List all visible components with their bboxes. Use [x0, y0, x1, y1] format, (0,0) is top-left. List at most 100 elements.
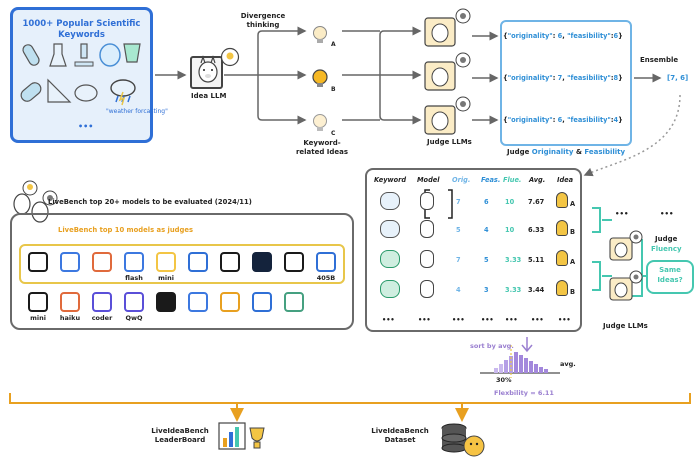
- cell-orig: 4: [456, 286, 461, 294]
- score-row-3: {"originality": 6, "feasibility":4}: [503, 116, 623, 124]
- gemini-flash-icon: [124, 252, 144, 272]
- model-label: QwQ: [125, 314, 143, 322]
- same-ideas-box: [646, 260, 694, 294]
- ideas-bulbs: [312, 26, 328, 131]
- bulb-icon: [556, 192, 568, 208]
- cell-feas: 6: [484, 198, 489, 206]
- dataset-icon: [441, 423, 485, 457]
- llama-icon: [420, 250, 434, 268]
- model-label: haiku: [59, 314, 81, 322]
- col-idea: Idea: [557, 176, 574, 184]
- bulb-icon: [556, 220, 568, 236]
- weather-icon: [380, 220, 400, 238]
- models-panel: [10, 213, 354, 330]
- col-model: Model: [417, 176, 440, 184]
- ensemble-result: [7, 6]: [667, 74, 689, 82]
- claude-icon: [92, 252, 112, 272]
- model-label: flash: [125, 274, 143, 282]
- dish-icon: [74, 84, 98, 102]
- other-icon: [284, 292, 304, 312]
- cell-flue: 3.33: [505, 256, 522, 264]
- fluency-judge: Judge: [655, 235, 678, 243]
- idea-llm-label: Idea LLM: [191, 92, 227, 100]
- test-tube-icon: [22, 44, 40, 66]
- score-caption: Judge Originality & Feasibility: [507, 148, 626, 156]
- mistral-icon: [220, 292, 240, 312]
- dataset-label: LiveIdeaBench Dataset: [371, 427, 429, 444]
- idea-a-tag: A: [331, 41, 336, 48]
- judge-models-box: [19, 244, 345, 284]
- gpt-icon: [28, 252, 48, 272]
- judge-llms-stack: [424, 8, 471, 135]
- divergence-label: Divergence thinking: [240, 12, 286, 29]
- model-label: coder: [91, 314, 113, 322]
- gemini-dark-icon: [252, 252, 272, 272]
- cell-avg: 6.33: [528, 226, 545, 234]
- model-label: mini: [158, 274, 174, 282]
- avg-label: avg.: [560, 360, 576, 368]
- llama-icon: [198, 55, 218, 83]
- cell-orig: 5: [456, 226, 461, 234]
- keywords-more: •••: [78, 122, 94, 131]
- cell-flue: 3.33: [505, 286, 522, 294]
- thought-bulb-icon: [220, 47, 240, 67]
- cell-feas: 4: [484, 226, 489, 234]
- table-more: •••: [531, 316, 544, 324]
- petri-dish-icon: [99, 43, 121, 67]
- table-more: •••: [382, 316, 395, 324]
- openai-icon: [220, 252, 240, 272]
- bulb-b-icon: [312, 69, 328, 87]
- qwen-coder-icon: [92, 292, 112, 312]
- cell-flue: 10: [505, 198, 515, 206]
- step-icon: [188, 252, 208, 272]
- keyword-example: "weather forcasting": [106, 108, 168, 115]
- judge-llm-icon: [424, 52, 471, 91]
- model-label: 405B: [316, 274, 336, 282]
- cell-avg: 7.67: [528, 198, 545, 206]
- test-tube-icon: [380, 280, 400, 298]
- col-flue: Flue.: [503, 176, 522, 184]
- meta-icon-2: [252, 292, 272, 312]
- livebench-top10: LiveBench top 10 models as judges: [58, 226, 194, 234]
- weather-icon: [380, 192, 400, 210]
- judge-llm-icon: [424, 8, 471, 47]
- pct-label: 30%: [496, 376, 512, 384]
- table-more: •••: [452, 316, 465, 324]
- cell-idea: A: [570, 258, 576, 266]
- cell-avg: 3.44: [528, 286, 545, 294]
- sort-label: sort by avg.: [470, 342, 514, 350]
- beaker-icon: [123, 43, 141, 63]
- llama-icon: [420, 192, 434, 210]
- ideas-label: Keyword-related Ideas: [295, 139, 349, 156]
- cell-idea: A: [570, 200, 576, 208]
- keyword-icons-grid: [20, 43, 141, 106]
- flexibility-histogram: [480, 337, 560, 378]
- deepseek-icon: [188, 292, 208, 312]
- bulb-c-icon: [313, 114, 327, 131]
- score-panel: [500, 20, 632, 146]
- microscope-icon: [74, 43, 94, 67]
- keywords-panel: 1000+ Popular Scientific Keywords: [10, 7, 153, 143]
- llama-icon: [420, 280, 434, 298]
- leaderboard-label: LiveIdeaBench LeaderBoard: [151, 427, 209, 444]
- same-ideas-label: Same Ideas?: [657, 266, 683, 284]
- model-label: mini: [30, 314, 46, 322]
- cell-orig: 7: [456, 198, 461, 206]
- table-more: •••: [481, 316, 494, 324]
- cell-idea: B: [570, 228, 576, 236]
- flexibility-label: Flexbility = 6.11: [494, 389, 554, 397]
- col-keyword: Keyword: [374, 176, 407, 184]
- keywords-title: 1000+ Popular Scientific Keywords: [22, 19, 141, 40]
- qwq-icon: [124, 292, 144, 312]
- weather-icon: [110, 79, 136, 106]
- cell-flue: 10: [505, 226, 515, 234]
- judge-llms-label: Judge LLMs: [427, 138, 472, 146]
- results-table: [365, 168, 582, 332]
- table-more: •••: [418, 316, 431, 324]
- bulb-a-icon: [313, 26, 327, 43]
- meta-icon: [316, 252, 336, 272]
- flask-icon: [49, 43, 67, 67]
- cell-orig: 7: [456, 256, 461, 264]
- cell-feas: 3: [484, 286, 489, 294]
